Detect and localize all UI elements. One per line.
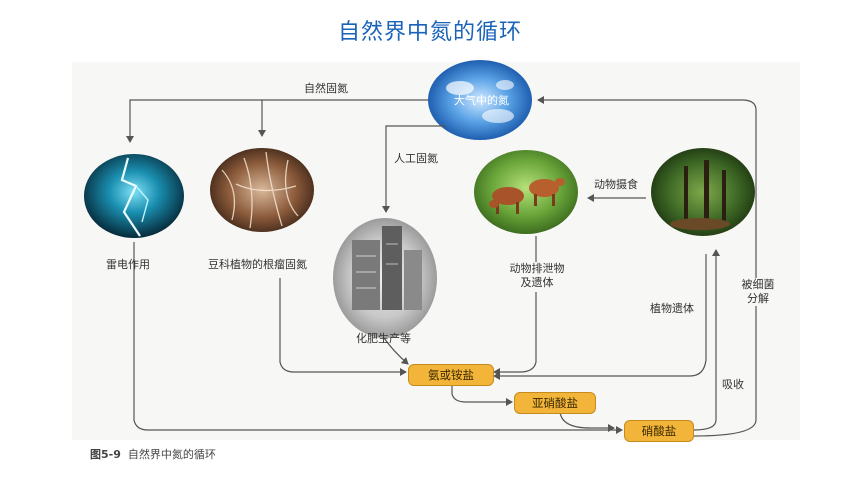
absorption-label: 吸收: [722, 378, 744, 391]
bacterial-decomposition-label: 被细菌 分解: [736, 278, 780, 306]
nitrate-pill: 硝酸盐: [624, 420, 694, 442]
cattle-meadow-image: [474, 150, 578, 234]
arrows: [126, 96, 757, 437]
atmosphere-label: 大气中的氮: [454, 94, 509, 107]
legume-root-image: [210, 148, 314, 232]
figure-caption: 图5-9 自然界中氮的循环: [90, 446, 216, 462]
natural-fixation-label: 自然固氮: [304, 82, 348, 95]
plant-remains-label: 植物遗体: [650, 302, 694, 315]
page-title: 自然界中氮的循环: [337, 20, 522, 45]
factory-image: [333, 218, 437, 338]
forest-image: [651, 148, 755, 236]
animal-ingestion-label: 动物摄食: [594, 178, 638, 191]
figure-caption-text: 自然界中氮的循环: [127, 448, 216, 461]
animal-waste-label: 动物排泄物 及遗体: [509, 262, 565, 289]
figure-number: 图5-9: [90, 448, 121, 461]
lightning-label: 雷电作用: [106, 258, 150, 271]
legume-label: 豆科植物的根瘤固氮: [208, 258, 307, 271]
ammonia-pill: 氨或铵盐: [408, 364, 494, 386]
nitrite-pill: 亚硝酸盐: [514, 392, 596, 414]
lightning-image: [84, 154, 184, 238]
atmosphere-image: [428, 60, 532, 140]
artificial-fixation-label: 人工固氮: [394, 152, 438, 165]
factory-label: 化肥生产等: [356, 332, 411, 345]
